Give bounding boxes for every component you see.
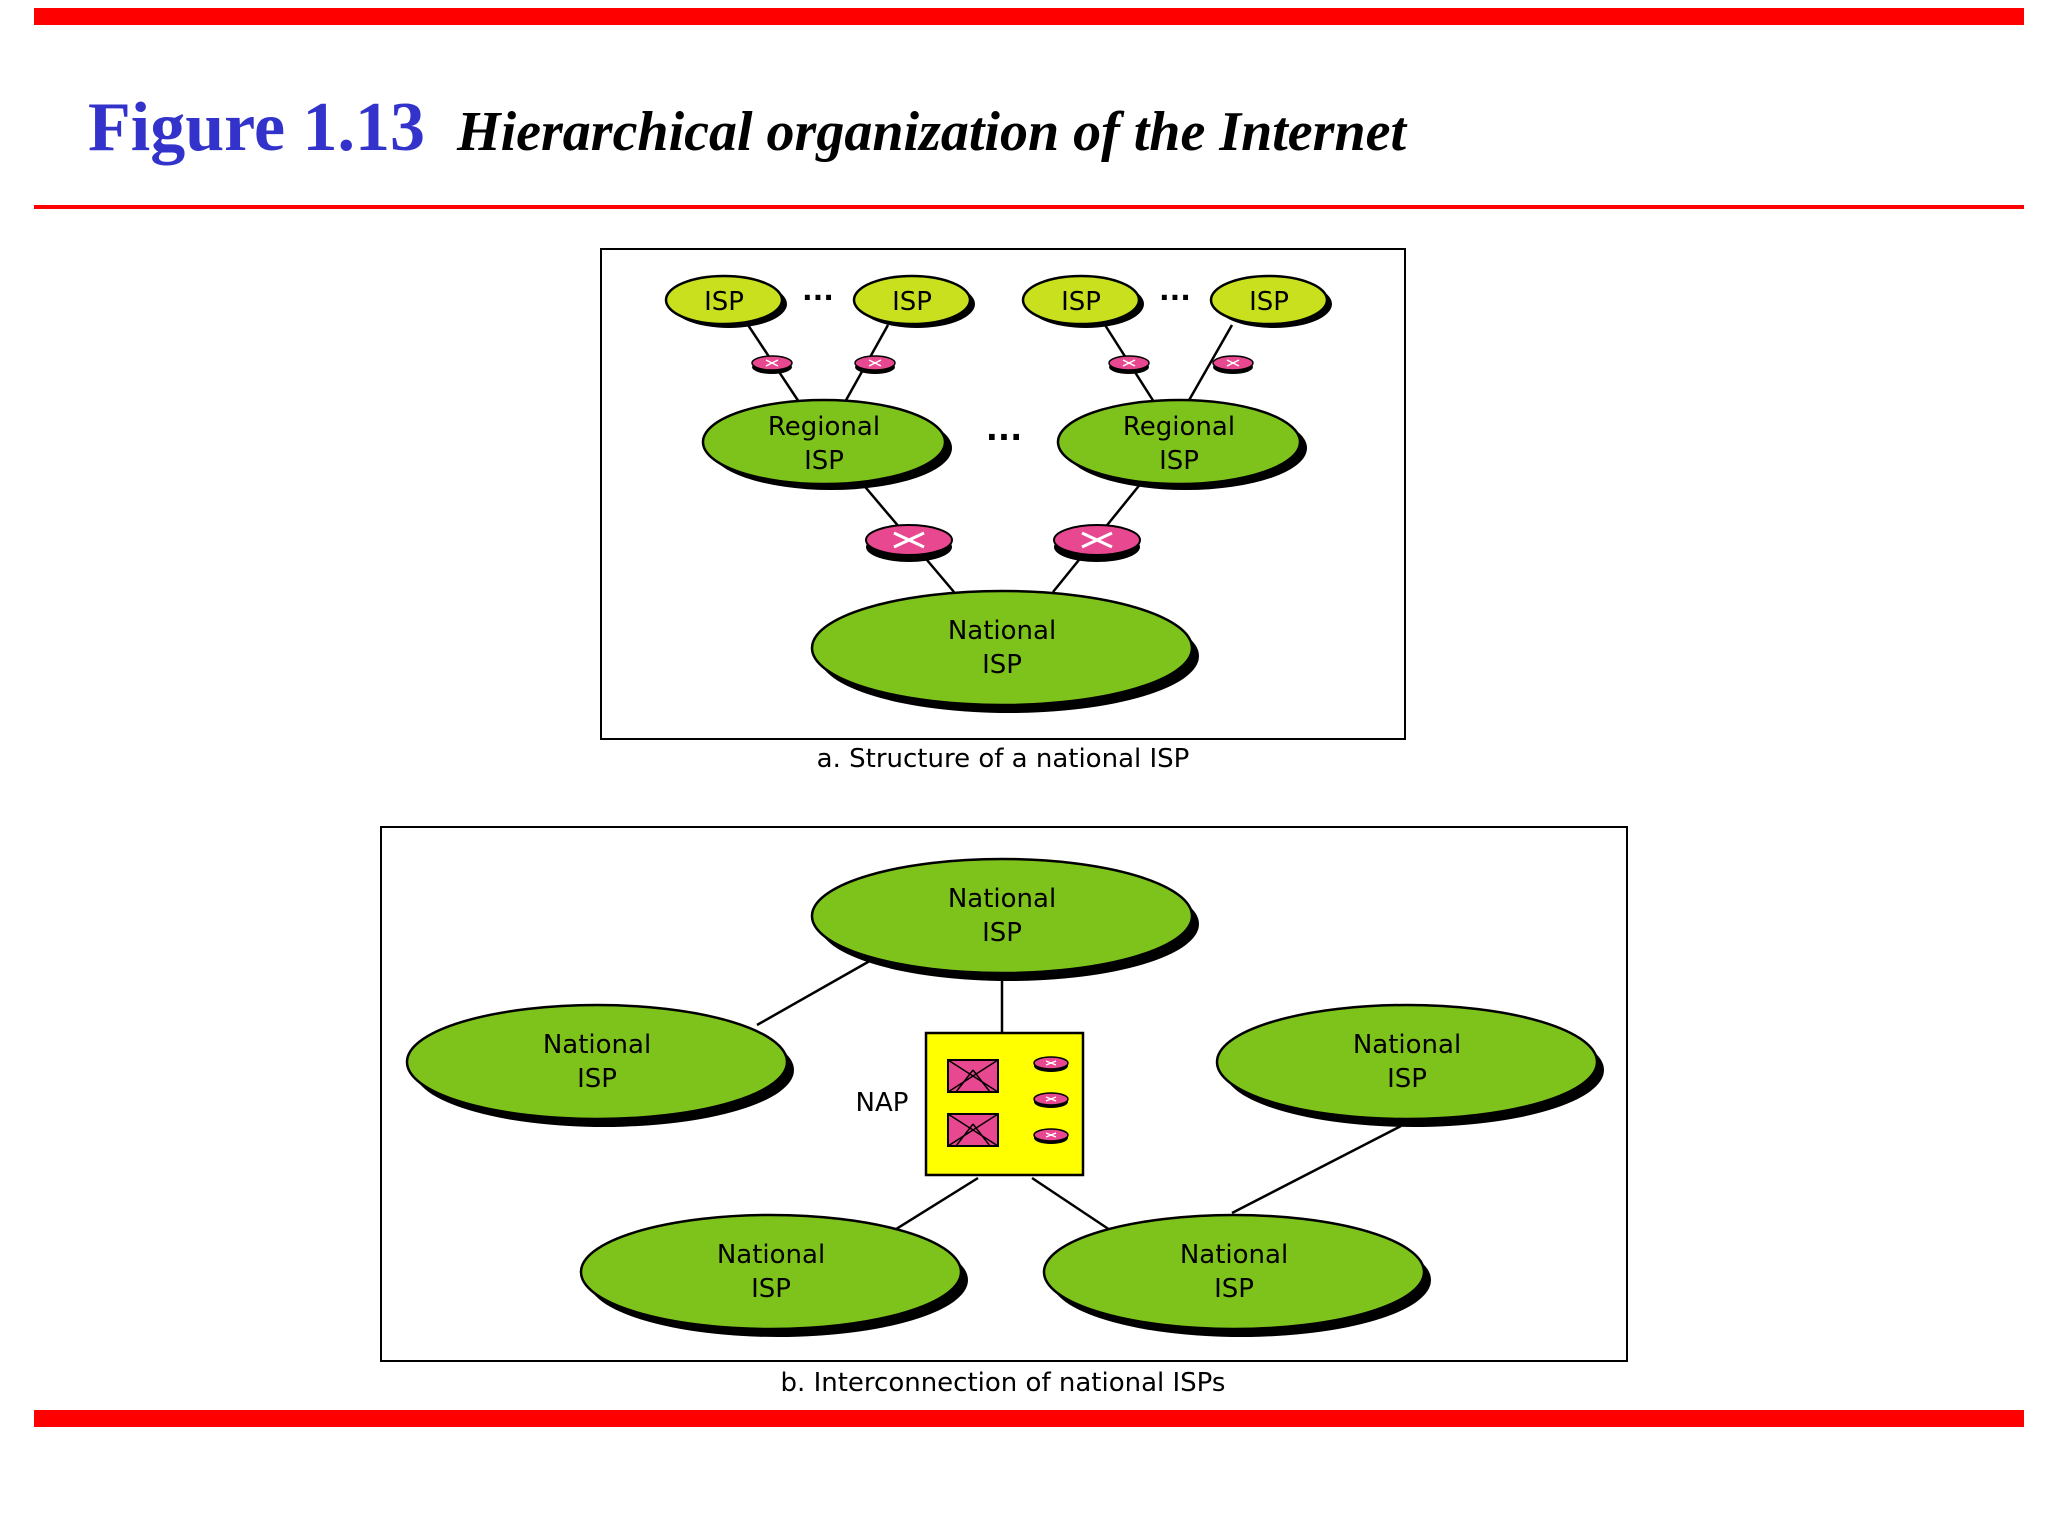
national-label: National [948, 616, 1056, 646]
switch-icon [947, 1113, 999, 1147]
isp-node: ISP [852, 274, 975, 328]
switch-icon [947, 1059, 999, 1093]
national-isp-label: ISP [1387, 1064, 1427, 1094]
router-icon [1212, 355, 1254, 375]
national-label: National [717, 1240, 825, 1270]
figure-number: Figure 1.13 [88, 89, 426, 166]
national-isp-structure-diagram: ISP ISP ISP ISP ... ... Regional [664, 274, 1332, 713]
national-isp-node: National ISP [810, 589, 1199, 713]
isp-node: ISP [1209, 274, 1332, 328]
figure-caption: Hierarchical organization of the Interne… [457, 101, 1407, 163]
regional-isp-node: Regional ISP [701, 398, 952, 490]
national-label: National [948, 884, 1056, 914]
router-icon [1108, 355, 1150, 375]
national-isp-node: National ISP [405, 1003, 794, 1127]
bottom-red-rule [34, 1410, 2024, 1427]
national-isp-label: ISP [751, 1274, 791, 1304]
router-icon [1033, 1128, 1069, 1145]
national-isp-node: National ISP [1042, 1213, 1431, 1337]
isp-label: ISP [892, 287, 932, 317]
panel-a-caption: a. Structure of a national ISP [816, 744, 1190, 774]
nap-box [924, 1031, 1085, 1177]
router-icon [864, 523, 954, 564]
national-isp-node: National ISP [1215, 1003, 1604, 1127]
national-isp-interconnection-diagram: NAP National ISP National ISP National I… [405, 857, 1604, 1337]
national-label: National [1180, 1240, 1288, 1270]
national-isp-label: ISP [1214, 1274, 1254, 1304]
panel-national-isp-interconnection: NAP National ISP National ISP National I… [380, 826, 1628, 1362]
router-icon [1052, 523, 1142, 564]
regional-isp-label: ISP [804, 446, 844, 476]
isp-node: ISP [664, 274, 787, 328]
top-red-rule [34, 8, 2024, 25]
nap-label: NAP [856, 1088, 909, 1118]
panel-national-isp-structure: ISP ISP ISP ISP ... ... Regional [600, 248, 1406, 740]
national-isp-label: ISP [982, 918, 1022, 948]
title-underline-rule [34, 205, 2024, 209]
router-icon [751, 355, 793, 375]
national-label: National [543, 1030, 651, 1060]
national-isp-label: ISP [982, 650, 1022, 680]
regional-isp-label: ISP [1159, 446, 1199, 476]
ellipsis: ... [986, 410, 1022, 448]
router-icon [1033, 1092, 1069, 1109]
national-isp-label: ISP [577, 1064, 617, 1094]
regional-label: Regional [768, 412, 880, 442]
isp-node: ISP [1021, 274, 1144, 328]
regional-isp-node: Regional ISP [1056, 398, 1307, 490]
ellipsis: ... [802, 274, 834, 307]
regional-label: Regional [1123, 412, 1235, 442]
router-icon [854, 355, 896, 375]
national-isp-node: National ISP [810, 857, 1199, 981]
ellipsis: ... [1159, 274, 1191, 307]
panel-b-links [756, 956, 1402, 1238]
national-isp-node: National ISP [579, 1213, 968, 1337]
isp-label: ISP [704, 287, 744, 317]
router-icon [1033, 1056, 1069, 1073]
panel-b-caption: b. Interconnection of national ISPs [780, 1368, 1226, 1398]
national-label: National [1353, 1030, 1461, 1060]
isp-label: ISP [1061, 287, 1101, 317]
isp-label: ISP [1249, 287, 1289, 317]
figure-title: Figure 1.13 Hierarchical organization of … [88, 88, 1406, 168]
